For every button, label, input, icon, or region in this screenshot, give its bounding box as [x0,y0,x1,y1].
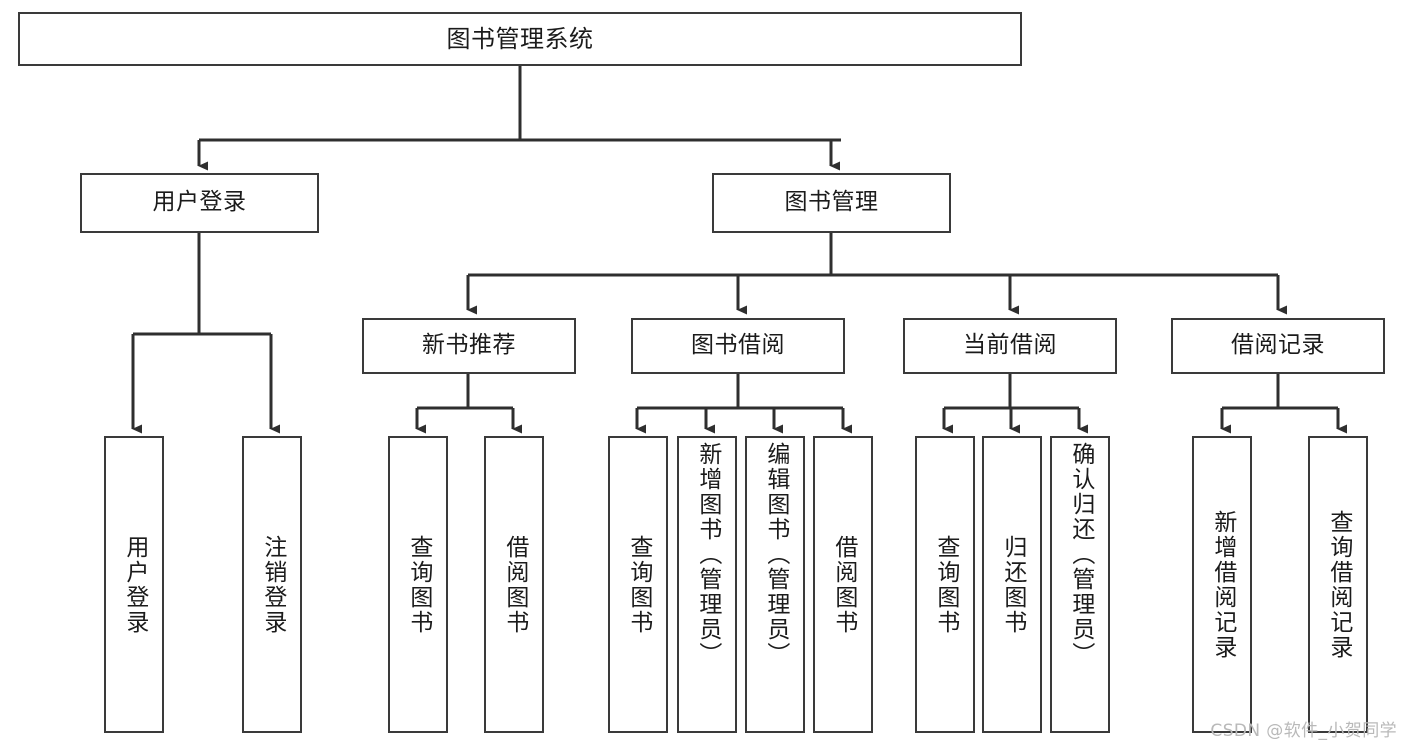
edges-userlogin-to-leaves [131,233,280,434]
leaf-current-return-book-label: 归还图书 [999,534,1026,635]
edges-root-to-level1 [197,66,841,171]
node-user-login-label: 用户登录 [152,189,247,216]
leaf-newbook-borrow-book-label: 借阅图书 [501,534,528,635]
leaf-newbook-query-book[interactable]: 查询图书 [388,436,448,733]
leaf-current-query-book[interactable]: 查询图书 [915,436,975,733]
node-book-borrow[interactable]: 图书借阅 [631,318,845,374]
leaf-borrow-add-book-label: 新增图书（管理员） [694,442,721,667]
leaf-borrow-edit-book-label: 编辑图书（管理员） [762,442,789,667]
leaf-borrow-query-book[interactable]: 查询图书 [608,436,668,733]
edges-records-to-leaves [1220,374,1347,434]
leaf-borrow-borrow-book[interactable]: 借阅图书 [813,436,873,733]
leaf-user-logout-label: 注销登录 [259,534,286,635]
leaf-user-login-label: 用户登录 [121,534,148,635]
leaf-current-query-book-label: 查询图书 [932,534,959,635]
leaf-records-add-record[interactable]: 新增借阅记录 [1192,436,1252,733]
csdn-watermark: CSDN @软件_小贺同学 [1210,721,1397,741]
edges-current-to-leaves [942,374,1088,434]
leaf-newbook-query-book-label: 查询图书 [405,534,432,635]
node-root-label: 图书管理系统 [446,24,594,53]
node-root-book-management-system[interactable]: 图书管理系统 [18,12,1022,66]
edges-newbook-to-leaves [415,374,522,434]
leaf-current-confirm-return-label: 确认归还（管理员） [1067,442,1094,667]
node-user-login[interactable]: 用户登录 [80,173,319,233]
edges-borrow-to-leaves [635,374,852,434]
node-book-management[interactable]: 图书管理 [712,173,951,233]
leaf-current-confirm-return[interactable]: 确认归还（管理员） [1050,436,1110,733]
leaf-user-logout[interactable]: 注销登录 [242,436,302,733]
node-borrow-records-label: 借阅记录 [1231,332,1325,359]
node-book-management-label: 图书管理 [784,189,879,216]
leaf-user-login[interactable]: 用户登录 [104,436,164,733]
leaf-current-return-book[interactable]: 归还图书 [982,436,1042,733]
leaf-borrow-add-book[interactable]: 新增图书（管理员） [677,436,737,733]
leaf-records-query-record[interactable]: 查询借阅记录 [1308,436,1368,733]
node-new-book-recommend-label: 新书推荐 [422,332,516,359]
leaf-borrow-borrow-book-label: 借阅图书 [830,534,857,635]
node-book-borrow-label: 图书借阅 [691,332,785,359]
node-borrow-records[interactable]: 借阅记录 [1171,318,1385,374]
node-current-borrow[interactable]: 当前借阅 [903,318,1117,374]
edges-bookmgmt-to-level2 [466,233,1287,315]
leaf-records-query-record-label: 查询借阅记录 [1325,509,1352,660]
leaf-borrow-query-book-label: 查询图书 [625,534,652,635]
leaf-newbook-borrow-book[interactable]: 借阅图书 [484,436,544,733]
node-new-book-recommend[interactable]: 新书推荐 [362,318,576,374]
leaf-borrow-edit-book[interactable]: 编辑图书（管理员） [745,436,805,733]
leaf-records-add-record-label: 新增借阅记录 [1209,509,1236,660]
node-current-borrow-label: 当前借阅 [963,332,1057,359]
